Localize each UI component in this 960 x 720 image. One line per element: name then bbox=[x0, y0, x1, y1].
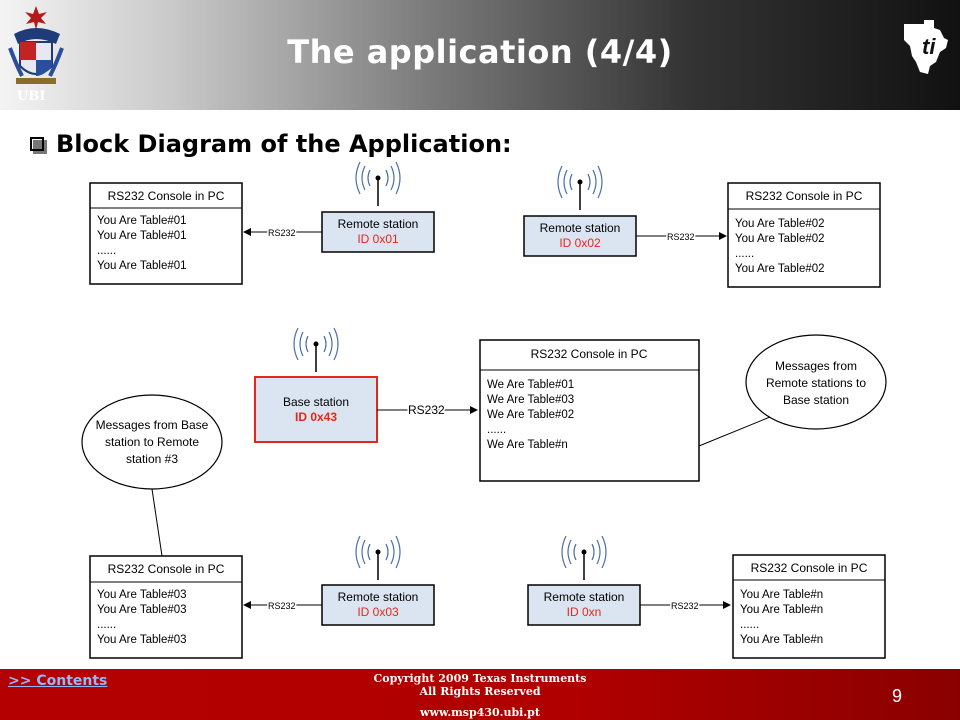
note-connector bbox=[151, 488, 163, 557]
footer-bar bbox=[0, 669, 960, 720]
console-title: RS232 Console in PC bbox=[108, 189, 225, 203]
station-name: Base station bbox=[283, 395, 349, 409]
ubi-crest-icon bbox=[8, 6, 64, 84]
station-name: Remote station bbox=[338, 590, 419, 604]
website-text: www.msp430.ubi.pt bbox=[420, 706, 540, 719]
station-id: ID 0x03 bbox=[357, 605, 399, 619]
note-line: Base station bbox=[783, 393, 849, 407]
console-line: You Are Table#02 bbox=[735, 233, 825, 245]
console-box-4: RS232 Console in PC You Are Table#03 You… bbox=[89, 555, 243, 659]
console-box-3: RS232 Console in PC We Are Table#01 We A… bbox=[479, 339, 700, 482]
remote-station-1: Remote station ID 0x01 bbox=[321, 211, 435, 253]
console-line: ...... bbox=[487, 424, 506, 436]
console-box-2: RS232 Console in PC You Are Table#02 You… bbox=[727, 182, 881, 288]
remote-station-4: Remote station ID 0xn bbox=[527, 584, 641, 626]
page-number: 9 bbox=[892, 686, 903, 706]
rs232-label: RS232 bbox=[667, 232, 695, 242]
station-name: Remote station bbox=[338, 217, 419, 231]
station-name: Remote station bbox=[544, 590, 625, 604]
note-line: station to Remote bbox=[105, 435, 199, 449]
console-line: You Are Table#01 bbox=[97, 260, 187, 272]
note-line: Messages from bbox=[775, 359, 857, 373]
slide-subtitle: Block Diagram of the Application: bbox=[30, 130, 512, 158]
subtitle-text: Block Diagram of the Application: bbox=[56, 130, 512, 158]
note-base-to-remote: Messages from Base station to Remote sta… bbox=[81, 394, 223, 490]
console-line: You Are Table#03 bbox=[97, 604, 187, 616]
station-id: ID 0x02 bbox=[559, 236, 601, 250]
console-box-1: RS232 Console in PC You Are Table#01 You… bbox=[89, 182, 243, 285]
header-bar bbox=[0, 0, 960, 110]
copyright-line: All Rights Reserved bbox=[419, 685, 541, 698]
remote-station-3: Remote station ID 0x03 bbox=[321, 584, 435, 626]
block-diagram: RS232 Console in PC You Are Table#01 You… bbox=[81, 161, 887, 659]
console-line: We Are Table#02 bbox=[487, 409, 574, 421]
ubi-label: UBI bbox=[17, 89, 46, 104]
console-line: You Are Table#n bbox=[740, 604, 823, 616]
antenna-icon bbox=[355, 535, 401, 581]
console-line: You Are Table#01 bbox=[97, 215, 187, 227]
station-id: ID 0xn bbox=[567, 605, 602, 619]
console-title: RS232 Console in PC bbox=[746, 189, 863, 203]
station-name: Remote station bbox=[540, 221, 621, 235]
antenna-icon bbox=[561, 535, 607, 581]
svg-text:ti: ti bbox=[922, 34, 936, 59]
antenna-icon bbox=[293, 327, 339, 373]
console-title: RS232 Console in PC bbox=[531, 347, 648, 361]
antenna-icon bbox=[557, 165, 603, 211]
console-line: You Are Table#02 bbox=[735, 218, 825, 230]
console-line: You Are Table#n bbox=[740, 589, 823, 601]
rs232-label: RS232 bbox=[268, 228, 296, 238]
rs232-label: RS232 bbox=[408, 403, 445, 417]
console-line: We Are Table#03 bbox=[487, 394, 574, 406]
console-line: We Are Table#n bbox=[487, 439, 568, 451]
copyright-text: Copyright 2009 Texas Instruments All Rig… bbox=[330, 672, 630, 698]
console-line: ...... bbox=[97, 245, 116, 257]
page-title: The application (4/4) bbox=[287, 33, 673, 71]
note-connector bbox=[698, 416, 771, 447]
console-box-5: RS232 Console in PC You Are Table#n You … bbox=[732, 554, 886, 659]
console-line: You Are Table#03 bbox=[97, 634, 187, 646]
note-line: Messages from Base bbox=[96, 418, 209, 432]
rs232-label: RS232 bbox=[268, 601, 296, 611]
console-title: RS232 Console in PC bbox=[108, 562, 225, 576]
console-line: ...... bbox=[735, 248, 754, 260]
station-id: ID 0x43 bbox=[295, 410, 337, 424]
station-id: ID 0x01 bbox=[357, 232, 399, 246]
console-line: We Are Table#01 bbox=[487, 379, 574, 391]
console-line: ...... bbox=[740, 619, 759, 631]
console-title: RS232 Console in PC bbox=[751, 561, 868, 575]
antenna-icon bbox=[355, 161, 401, 207]
note-line: station #3 bbox=[126, 452, 178, 466]
remote-station-2: Remote station ID 0x02 bbox=[523, 215, 637, 257]
note-line: Remote stations to bbox=[766, 376, 866, 390]
contents-link[interactable]: >> Contents bbox=[8, 673, 108, 689]
note-remote-to-base: Messages from Remote stations to Base st… bbox=[745, 334, 887, 430]
checkbox-bullet-icon bbox=[30, 137, 47, 154]
base-station: Base station ID 0x43 bbox=[254, 376, 378, 443]
console-line: You Are Table#02 bbox=[735, 263, 825, 275]
console-line: You Are Table#n bbox=[740, 634, 823, 646]
copyright-line: Copyright 2009 Texas Instruments bbox=[373, 672, 587, 685]
console-line: You Are Table#01 bbox=[97, 230, 187, 242]
console-line: ...... bbox=[97, 619, 116, 631]
rs232-label: RS232 bbox=[671, 601, 699, 611]
console-line: You Are Table#03 bbox=[97, 589, 187, 601]
texas-instruments-logo-icon: ti bbox=[904, 20, 948, 74]
